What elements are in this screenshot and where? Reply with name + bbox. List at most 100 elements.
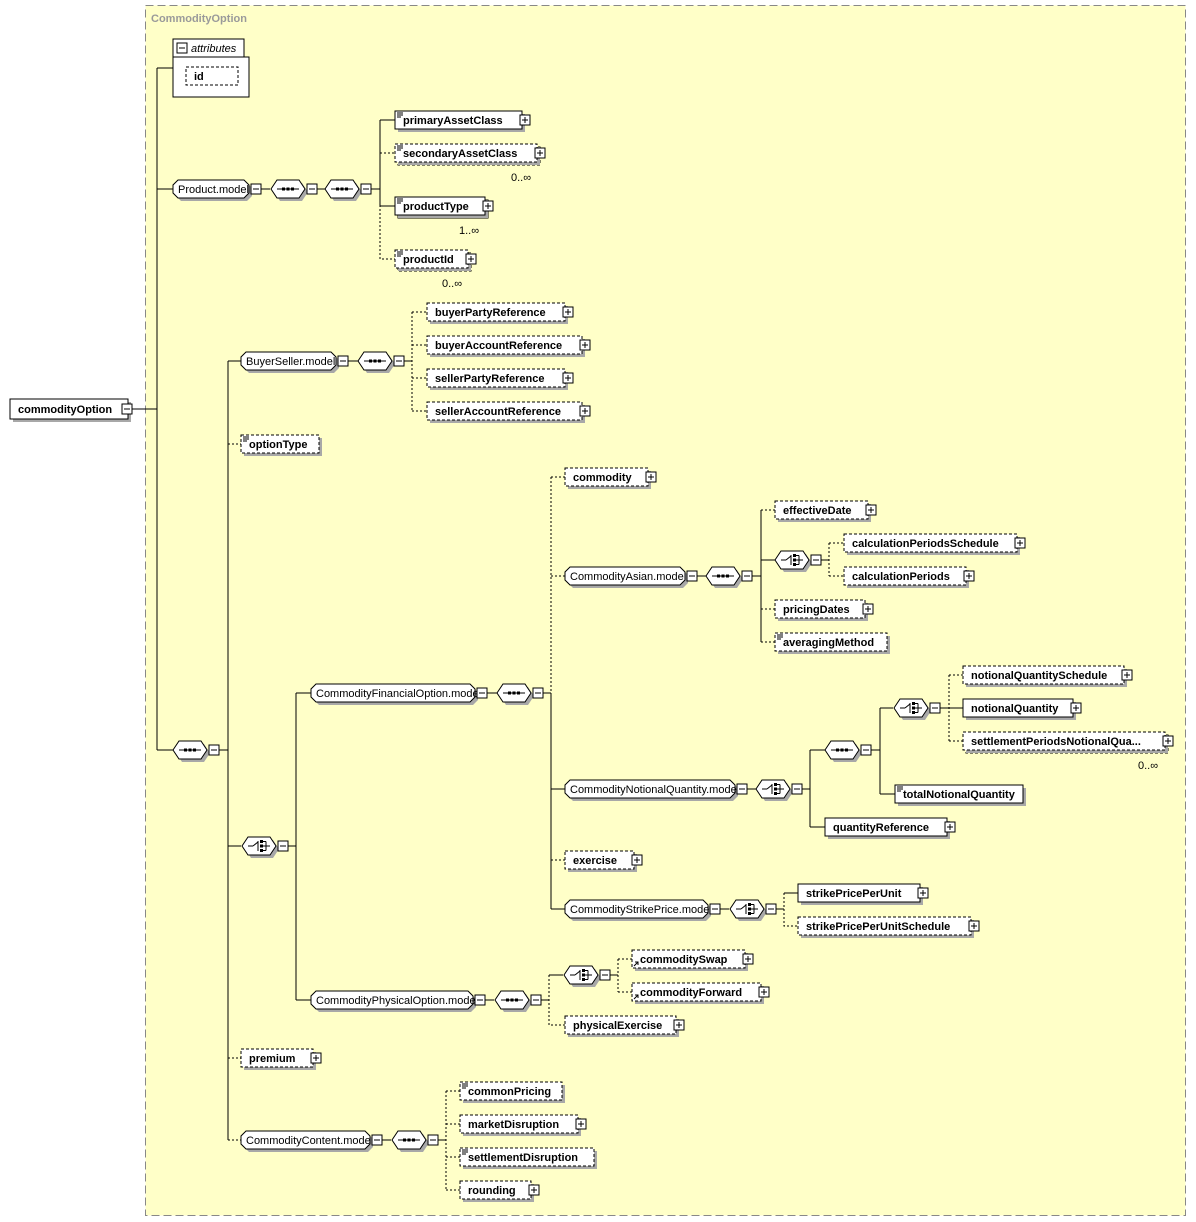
element-commodityForward[interactable]: commodityForward — [631, 982, 770, 1004]
product-sequence-2[interactable] — [324, 179, 372, 201]
element-quantityReference-label: quantityReference — [833, 822, 929, 834]
element-notionalQuantity[interactable]: notionalQuantity — [962, 698, 1082, 720]
buyer-seller-model-group-label: BuyerSeller.model — [246, 356, 335, 368]
element-productId[interactable]: productId — [394, 249, 477, 272]
element-sellerAccountReference[interactable]: sellerAccountReference — [426, 401, 591, 423]
element-commodityForward-label: commodityForward — [640, 987, 742, 999]
cardinality-productId: 0..∞ — [442, 278, 462, 290]
financial-sequence[interactable] — [496, 683, 544, 705]
attributes-label: attributes — [191, 43, 237, 55]
notional-choice[interactable] — [755, 779, 803, 801]
schema-frame — [145, 5, 1186, 1216]
element-commoditySwap[interactable]: commoditySwap — [631, 949, 754, 971]
element-buyerPartyReference[interactable]: buyerPartyReference — [426, 302, 574, 324]
diagram-title: CommodityOption — [151, 13, 247, 25]
root-element-commodityOption[interactable]: commodityOption — [9, 398, 133, 422]
element-effectiveDate-label: effectiveDate — [783, 505, 851, 517]
element-productType[interactable]: productType — [394, 196, 494, 219]
element-quantityReference[interactable]: quantityReference — [824, 817, 956, 839]
element-calculationPeriods[interactable]: calculationPeriods — [843, 566, 975, 588]
element-sellerPartyReference-label: sellerPartyReference — [435, 373, 544, 385]
element-settlementDisruption[interactable]: settlementDisruption — [459, 1147, 597, 1169]
connector-line — [548, 975, 565, 1026]
element-marketDisruption[interactable]: marketDisruption — [459, 1114, 587, 1136]
commodity-strike-price-model-group-label: CommodityStrikePrice.model — [570, 904, 712, 916]
connector-line — [379, 189, 395, 260]
element-primaryAssetClass[interactable]: primaryAssetClass — [394, 110, 531, 132]
element-productType-label: productType — [403, 201, 469, 213]
product-sequence-1[interactable] — [270, 179, 318, 201]
product-model-group-label: Product.model — [178, 184, 249, 196]
element-commoditySwap-label: commoditySwap — [640, 954, 728, 966]
cardinality-productType: 1..∞ — [459, 225, 479, 237]
element-pricingDates-label: pricingDates — [783, 604, 850, 616]
element-settlementDisruption-label: settlementDisruption — [468, 1152, 578, 1164]
element-optionType[interactable]: optionType — [240, 434, 322, 456]
physical-sequence[interactable] — [494, 990, 542, 1012]
commodity-notional-quantity-model-group[interactable]: CommodityNotionalQuantity.model — [564, 779, 748, 801]
notional-inner-choice[interactable] — [893, 698, 941, 720]
element-calculationPeriodsSchedule[interactable]: calculationPeriodsSchedule — [843, 533, 1026, 555]
element-strikePricePerUnitSchedule[interactable]: strikePricePerUnitSchedule — [797, 916, 980, 938]
element-pricingDates[interactable]: pricingDates — [774, 599, 874, 621]
content-sequence[interactable] — [391, 1130, 439, 1152]
element-buyerAccountReference-label: buyerAccountReference — [435, 340, 562, 352]
element-averagingMethod[interactable]: averagingMethod — [774, 632, 890, 654]
attribute-id-label: id — [194, 71, 204, 83]
element-strikePricePerUnit-label: strikePricePerUnit — [806, 888, 902, 900]
element-buyerPartyReference-label: buyerPartyReference — [435, 307, 546, 319]
asian-choice[interactable] — [774, 550, 822, 572]
attributes-group[interactable]: attributes id — [172, 38, 250, 98]
commodity-content-model-group[interactable]: CommodityContent.model — [240, 1130, 383, 1152]
commodity-notional-quantity-model-group-label: CommodityNotionalQuantity.model — [570, 784, 739, 796]
element-commodity-label: commodity — [573, 472, 633, 484]
notional-sequence[interactable] — [824, 740, 872, 762]
strike-choice[interactable] — [729, 899, 777, 921]
element-secondaryAssetClass[interactable]: secondaryAssetClass — [394, 143, 546, 166]
commodity-physical-option-model-group-label: CommodityPhysicalOption.model — [316, 995, 478, 1007]
element-settlementPeriodsNotionalQua[interactable]: settlementPeriodsNotionalQua... — [962, 731, 1174, 754]
reference-arrow-icon — [633, 994, 639, 1000]
element-sellerAccountReference-label: sellerAccountReference — [435, 406, 561, 418]
element-premium[interactable]: premium — [240, 1048, 322, 1070]
asian-sequence[interactable] — [705, 566, 753, 588]
commodity-asian-model-group-label: CommodityAsian.model — [570, 571, 686, 583]
element-totalNotionalQuantity[interactable]: totalNotionalQuantity — [894, 784, 1026, 806]
element-physicalExercise[interactable]: physicalExercise — [564, 1015, 685, 1037]
element-premium-label: premium — [249, 1053, 296, 1065]
element-rounding-label: rounding — [468, 1185, 516, 1197]
element-sellerPartyReference[interactable]: sellerPartyReference — [426, 368, 574, 390]
commodity-physical-option-model-group[interactable]: CommodityPhysicalOption.model — [310, 990, 486, 1012]
element-primaryAssetClass-label: primaryAssetClass — [403, 115, 503, 127]
element-calculationPeriodsSchedule-label: calculationPeriodsSchedule — [852, 538, 999, 550]
element-secondaryAssetClass-label: secondaryAssetClass — [403, 148, 517, 160]
element-commonPricing[interactable]: commonPricing — [459, 1081, 565, 1103]
element-effectiveDate[interactable]: effectiveDate — [774, 500, 877, 522]
commodity-strike-price-model-group[interactable]: CommodityStrikePrice.model — [564, 899, 721, 921]
buyer-seller-model-group[interactable]: BuyerSeller.model — [240, 351, 349, 373]
element-notionalQuantitySchedule-label: notionalQuantitySchedule — [971, 670, 1107, 682]
buyer-seller-sequence[interactable] — [357, 351, 405, 373]
commodity-asian-model-group[interactable]: CommodityAsian.model — [564, 566, 698, 588]
element-rounding[interactable]: rounding — [459, 1180, 540, 1202]
element-commodity[interactable]: commodity — [564, 467, 657, 489]
element-commonPricing-label: commonPricing — [468, 1086, 551, 1098]
element-buyerAccountReference[interactable]: buyerAccountReference — [426, 335, 591, 357]
physical-choice[interactable] — [563, 965, 611, 987]
element-calculationPeriods-label: calculationPeriods — [852, 571, 950, 583]
option-choice[interactable] — [241, 836, 289, 858]
commodity-content-model-group-label: CommodityContent.model — [246, 1135, 373, 1147]
element-productId-label: productId — [403, 254, 454, 266]
element-strikePricePerUnit[interactable]: strikePricePerUnit — [797, 883, 929, 905]
element-averagingMethod-label: averagingMethod — [783, 637, 874, 649]
element-strikePricePerUnitSchedule-label: strikePricePerUnitSchedule — [806, 921, 950, 933]
main-sequence[interactable] — [172, 740, 220, 762]
element-totalNotionalQuantity-label: totalNotionalQuantity — [903, 789, 1016, 801]
element-notionalQuantitySchedule[interactable]: notionalQuantitySchedule — [962, 665, 1133, 687]
element-exercise[interactable]: exercise — [564, 850, 643, 872]
product-model-group[interactable]: Product.model — [172, 179, 262, 201]
element-marketDisruption-label: marketDisruption — [468, 1119, 559, 1131]
attribute-id[interactable] — [185, 66, 239, 86]
commodity-financial-option-model-group[interactable]: CommodityFinancialOption.model — [310, 683, 488, 705]
